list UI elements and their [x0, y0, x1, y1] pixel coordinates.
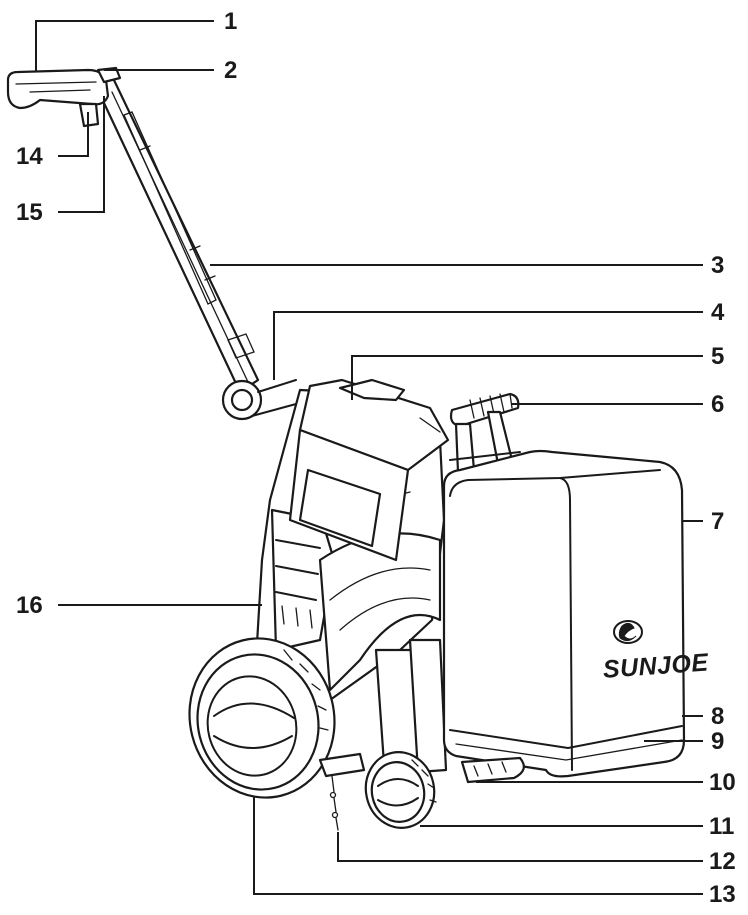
callout-4: 4 — [711, 299, 725, 326]
callout-2: 2 — [224, 57, 237, 84]
leader-14 — [58, 112, 89, 157]
callout-10: 10 — [709, 769, 736, 796]
leader-13 — [253, 796, 703, 895]
leader-15 — [58, 96, 105, 213]
callout-13: 13 — [709, 881, 736, 908]
callout-16: 16 — [16, 592, 43, 619]
leader-1 — [35, 20, 214, 72]
callout-8: 8 — [711, 703, 724, 730]
rear-wheel — [188, 637, 336, 799]
rear-flap — [318, 752, 366, 831]
battery-pack — [288, 378, 450, 562]
handle-knob — [221, 379, 297, 421]
callout-9: 9 — [711, 728, 724, 755]
callout-12: 12 — [709, 848, 736, 875]
callout-14: 14 — [16, 143, 43, 170]
callout-7: 7 — [711, 508, 724, 535]
leader-4 — [273, 311, 703, 380]
leader-lines — [35, 20, 703, 895]
callout-15: 15 — [16, 199, 43, 226]
callout-5: 5 — [711, 343, 724, 370]
collection-bag — [442, 449, 686, 778]
blade-housing-underside — [460, 756, 525, 784]
front-wheel — [364, 751, 437, 829]
sunjoe-logo: SUNJOE — [602, 620, 710, 684]
machine-illustration: SUNJOE — [6, 66, 710, 831]
callout-3: 3 — [711, 252, 724, 279]
leader-12 — [337, 832, 703, 862]
callout-11: 11 — [709, 813, 734, 840]
handle-grip — [6, 66, 122, 128]
callout-1: 1 — [224, 8, 237, 35]
callout-labels: 1 2 14 15 3 4 5 6 7 16 8 9 10 11 12 13 — [16, 8, 736, 908]
callout-6: 6 — [711, 391, 724, 418]
leader-5 — [351, 355, 703, 400]
handle-bar — [94, 74, 260, 394]
height-adjustment-lever — [449, 392, 521, 474]
